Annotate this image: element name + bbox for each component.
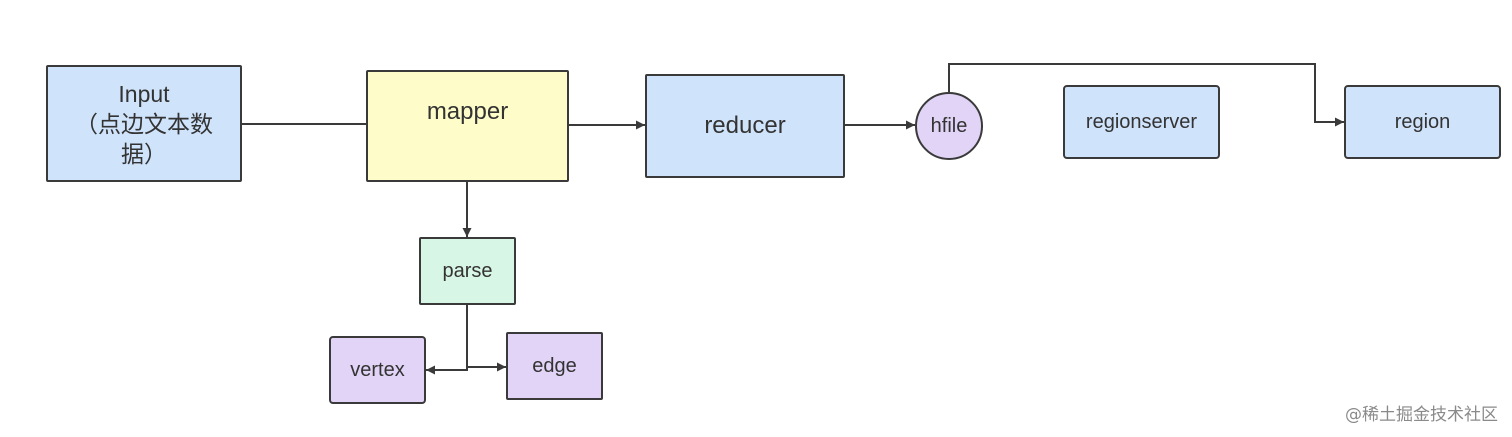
input-node-label: Input （点边文本数据） <box>75 80 213 167</box>
parse-node-label: parse <box>442 259 493 282</box>
connector-parse-vertex <box>426 305 468 375</box>
region-node[interactable]: region <box>1344 85 1501 159</box>
edge-node[interactable]: edge <box>506 332 603 400</box>
vertex-node-label: vertex <box>350 358 405 381</box>
connector-hfile-region <box>948 63 1344 127</box>
regionserver-node-label: regionserver <box>1085 110 1198 133</box>
mapper-node-label: mapper <box>426 98 509 125</box>
parse-node[interactable]: parse <box>419 237 516 305</box>
vertex-node[interactable]: vertex <box>329 336 426 404</box>
regionserver-node[interactable]: regionserver <box>1063 85 1220 159</box>
watermark: @稀土掘金技术社区 <box>1345 405 1498 425</box>
reducer-node-label: reducer <box>704 112 786 139</box>
hfile-node-label: hfile <box>930 114 968 137</box>
edge-node-label: edge <box>532 354 577 377</box>
input-node[interactable]: Input （点边文本数据） <box>46 65 242 182</box>
reducer-node[interactable]: reducer <box>645 74 845 178</box>
hfile-node[interactable]: hfile <box>915 92 983 160</box>
mapper-node[interactable]: mapper <box>366 70 569 182</box>
region-node-label: region <box>1394 110 1451 133</box>
